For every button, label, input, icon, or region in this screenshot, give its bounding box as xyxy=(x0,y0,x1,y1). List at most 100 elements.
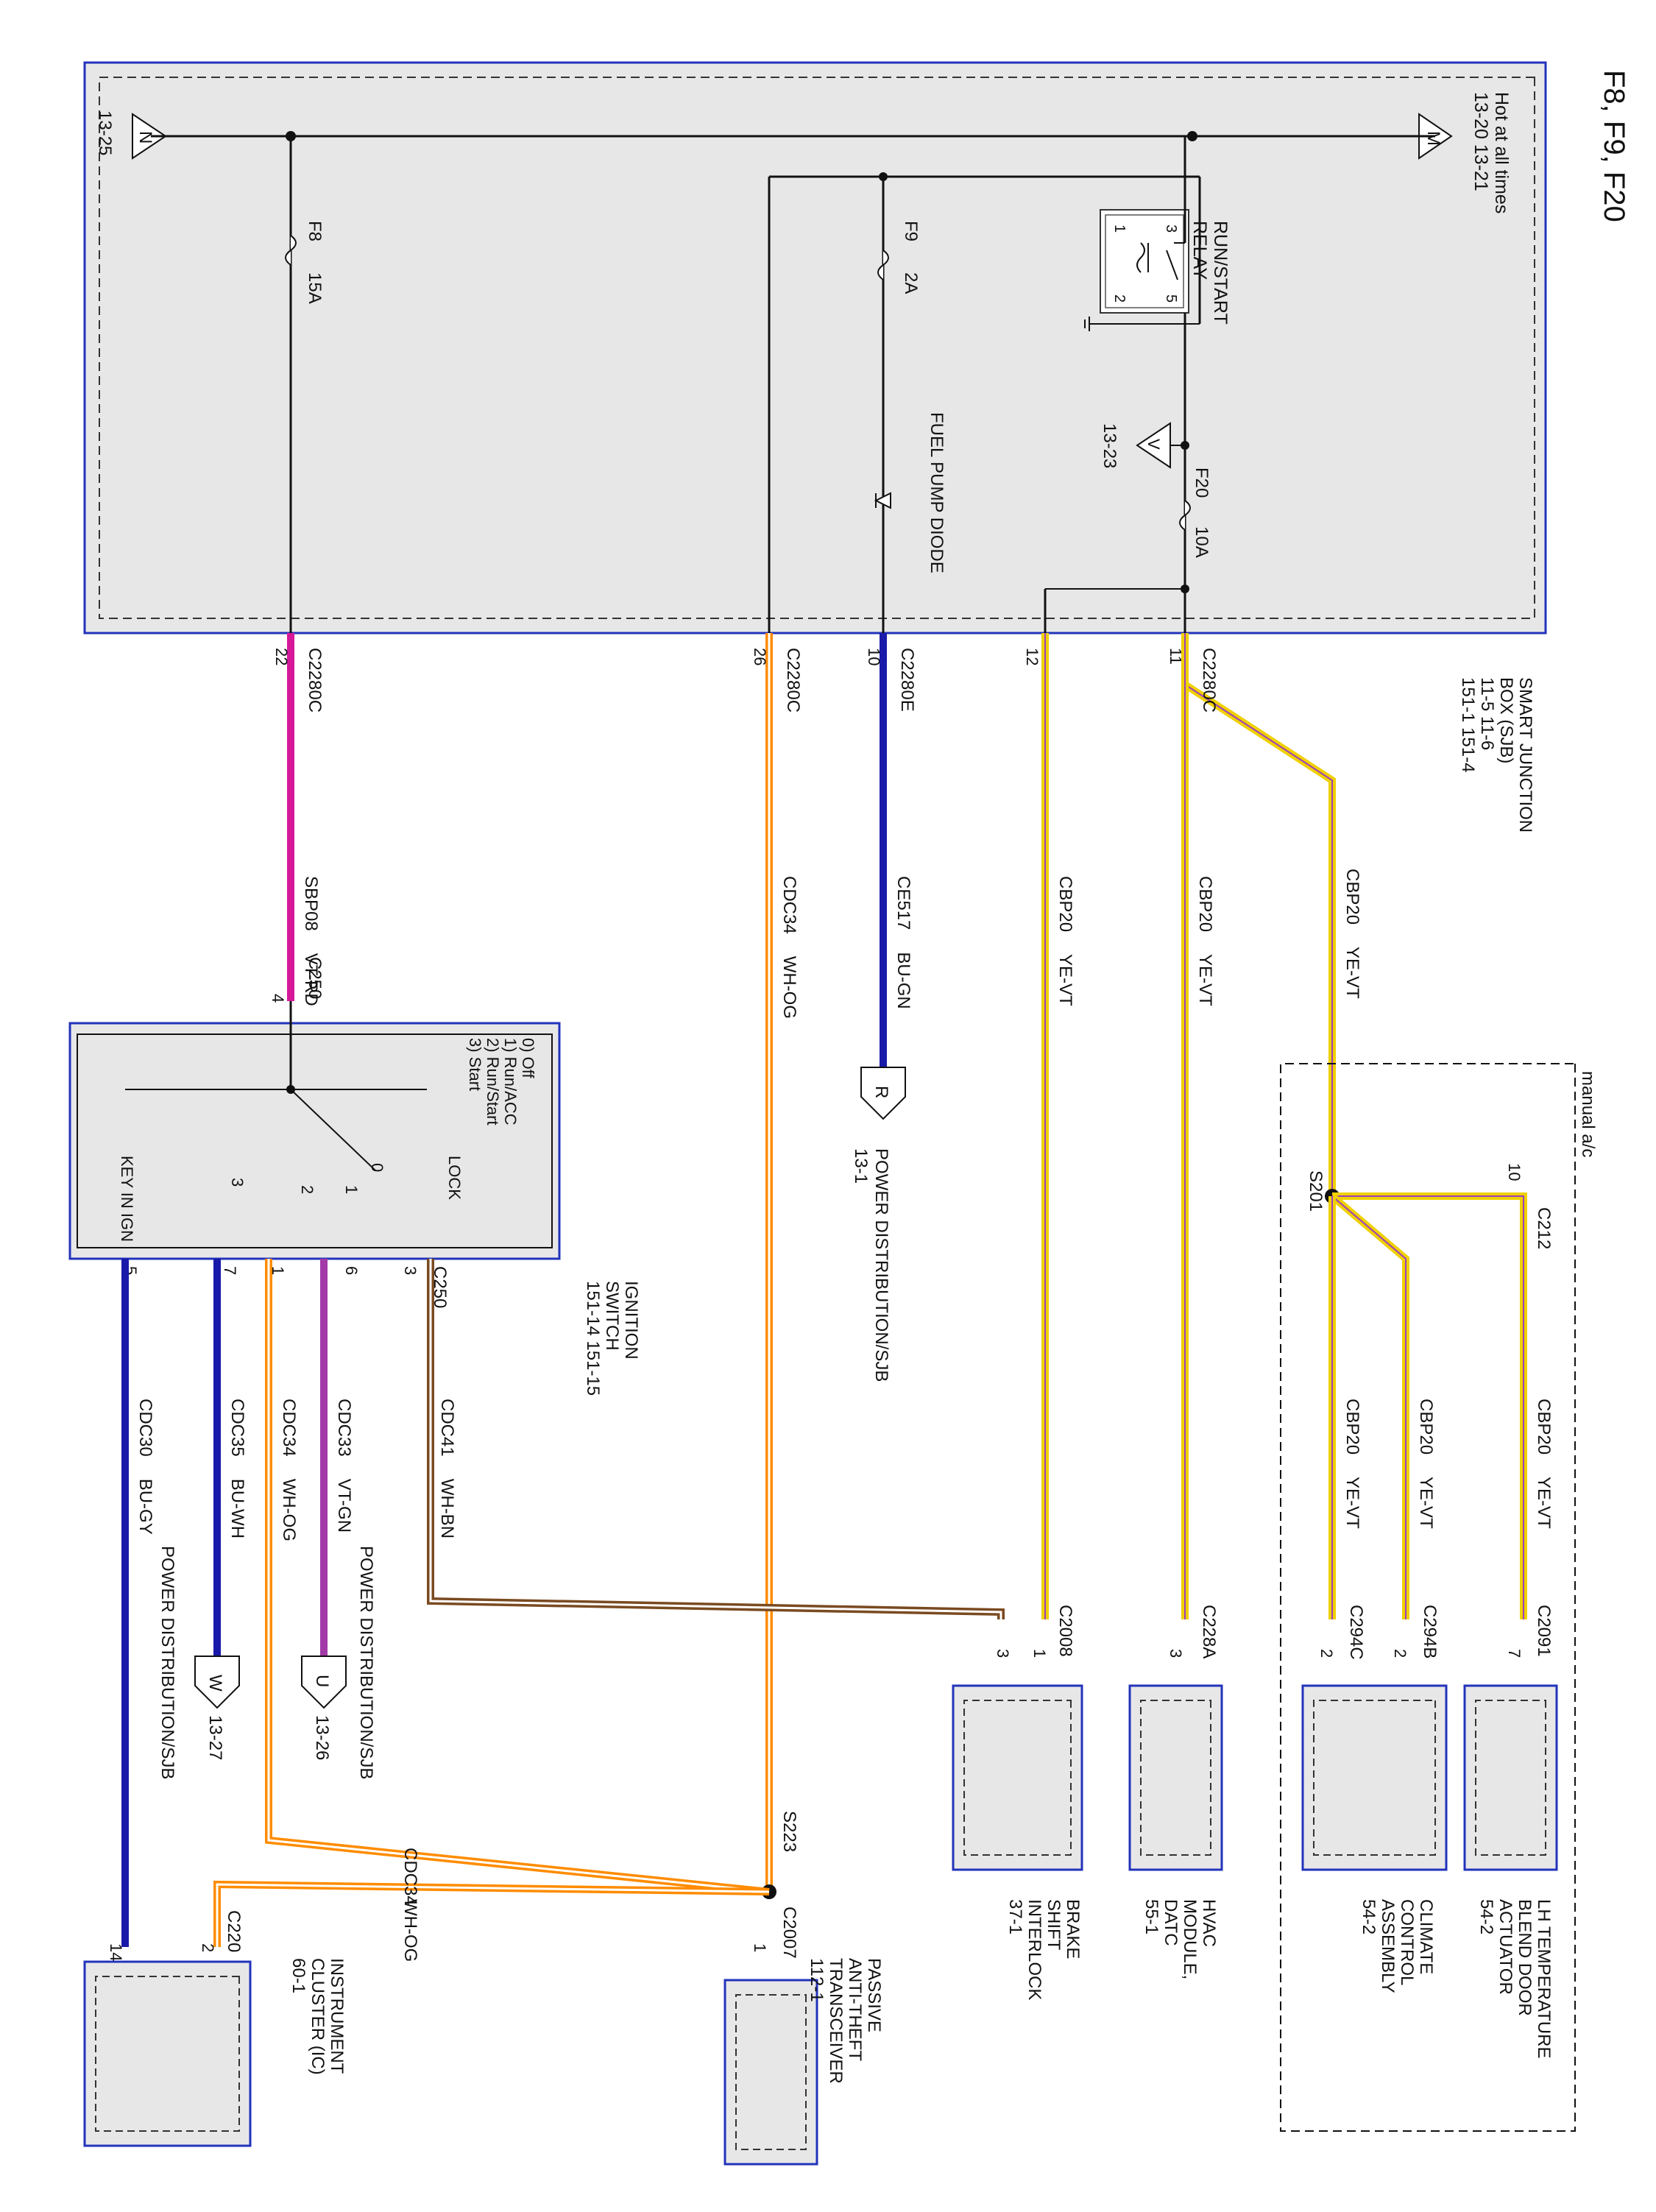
svg-text:2: 2 xyxy=(199,1943,217,1952)
svg-text:CE517BU-GN: CE517BU-GN xyxy=(894,876,913,1009)
svg-text:3: 3 xyxy=(1163,225,1179,233)
svg-text:CBP20YE-VT: CBP20YE-VT xyxy=(1534,1399,1554,1529)
svg-text:C228A: C228A xyxy=(1199,1605,1219,1658)
hot-label: Hot at all times 13-20 13-21 xyxy=(1471,92,1512,219)
svg-text:F8: F8 xyxy=(305,221,325,241)
wire-main: CBP20YE-VT xyxy=(1342,869,1362,999)
fuel-pump-diode-label: FUEL PUMP DIODE xyxy=(927,412,946,573)
svg-text:13-27: 13-27 xyxy=(205,1715,225,1760)
hvac-module xyxy=(1128,1684,1223,1871)
svg-text:12: 12 xyxy=(1023,648,1041,665)
svg-text:22: 22 xyxy=(272,648,291,665)
svg-text:CBP20YE-VT: CBP20YE-VT xyxy=(1342,1399,1362,1529)
svg-text:C220: C220 xyxy=(224,1910,244,1952)
svg-text:7: 7 xyxy=(221,1266,239,1275)
svg-text:C212: C212 xyxy=(1534,1207,1554,1249)
svg-text:C2091: C2091 xyxy=(1534,1605,1554,1657)
svg-text:3: 3 xyxy=(994,1649,1012,1658)
svg-text:2: 2 xyxy=(1391,1649,1409,1658)
sjb-label: SMART JUNCTION BOX (SJB) 11-5 11-6 151-1… xyxy=(1458,677,1535,838)
svg-text:CDC41WH-BN: CDC41WH-BN xyxy=(437,1399,457,1538)
svg-text:C250: C250 xyxy=(305,957,325,999)
svg-text:3: 3 xyxy=(401,1266,420,1275)
svg-text:1: 1 xyxy=(342,1185,361,1194)
svg-text:F20: F20 xyxy=(1192,467,1211,498)
svg-text:W: W xyxy=(205,1675,225,1692)
pd-r-label: POWER DISTRIBUTION/SJB 13-1 xyxy=(851,1148,891,1387)
svg-text:10A: 10A xyxy=(1192,526,1211,558)
svg-text:2: 2 xyxy=(298,1185,316,1194)
lh-temp-actuator xyxy=(1463,1684,1558,1871)
svg-text:CBP20YE-VT: CBP20YE-VT xyxy=(1195,876,1215,1006)
svg-text:14: 14 xyxy=(107,1943,125,1961)
svg-text:15A: 15A xyxy=(305,272,325,304)
svg-text:U: U xyxy=(312,1675,332,1687)
svg-text:CBP20YE-VT: CBP20YE-VT xyxy=(1416,1399,1436,1529)
svg-text:3: 3 xyxy=(228,1178,247,1187)
svg-text:C294C: C294C xyxy=(1346,1605,1366,1660)
lh-temp-label: LH TEMPERATURE BLEND DOOR ACTUATOR 54-2 xyxy=(1476,1899,1554,2063)
diagram-title: F8, F9, F20 xyxy=(1598,70,1630,222)
svg-text:C2280C: C2280C xyxy=(783,648,803,713)
ref-n-letter: N xyxy=(135,131,155,144)
ref-v-page: 13-23 xyxy=(1100,423,1119,468)
ignition-label: IGNITION SWITCH 151-14 151-15 xyxy=(583,1281,641,1396)
svg-text:2: 2 xyxy=(1111,294,1128,303)
svg-text:LOCK: LOCK xyxy=(445,1156,464,1200)
instrument-cluster xyxy=(83,1960,252,2147)
ignition-positions: 0) Off 1) Run/ACC 2) Run/Start 3) Start xyxy=(466,1038,537,1130)
svg-text:10: 10 xyxy=(1505,1163,1524,1181)
manual-ac-box xyxy=(1280,1063,1576,2132)
svg-text:5: 5 xyxy=(1163,294,1179,303)
svg-text:R: R xyxy=(871,1086,891,1098)
svg-text:6: 6 xyxy=(342,1266,361,1275)
ic-label: INSTRUMENT CLUSTER (IC) 60-1 xyxy=(289,1958,347,2080)
svg-text:C2280C: C2280C xyxy=(305,648,325,713)
sjb-box xyxy=(83,61,1547,635)
svg-text:11: 11 xyxy=(1167,648,1185,665)
splice-s223: S223 xyxy=(779,1811,799,1852)
svg-text:CDC35BU-WH: CDC35BU-WH xyxy=(227,1399,247,1538)
passive-anti-theft-transceiver xyxy=(723,1979,818,2166)
bsi-label: BRAKE SHIFT INTERLOCK 37-1 xyxy=(1005,1899,1083,2005)
svg-text:V: V xyxy=(1144,439,1163,450)
svg-text:F9: F9 xyxy=(901,221,921,241)
pd-w-label: POWER DISTRIBUTION/SJB xyxy=(158,1546,177,1779)
manual-ac-label: manual a/c xyxy=(1578,1071,1598,1157)
svg-text:7: 7 xyxy=(1505,1649,1524,1658)
pd-u-label: POWER DISTRIBUTION/SJB xyxy=(356,1546,376,1779)
svg-text:3: 3 xyxy=(1167,1649,1185,1658)
svg-text:13-26: 13-26 xyxy=(312,1715,332,1760)
pats-label: PASSIVE ANTI-THEFT TRANSCEIVER 112-1 xyxy=(807,1958,884,2088)
svg-text:2: 2 xyxy=(1317,1649,1336,1658)
svg-text:1: 1 xyxy=(751,1943,769,1952)
svg-text:KEY IN IGN: KEY IN IGN xyxy=(118,1156,136,1242)
ref-n-page: 13-25 xyxy=(95,110,115,155)
svg-text:C2280E: C2280E xyxy=(897,648,917,712)
svg-text:CDC34WH-OG: CDC34WH-OG xyxy=(779,876,799,1019)
svg-text:26: 26 xyxy=(751,648,769,665)
svg-text:CDC33VT-GN: CDC33VT-GN xyxy=(334,1399,354,1533)
run-start-relay xyxy=(1100,209,1189,314)
climate-label: CLIMATE CONTROL ASSEMBLY 54-2 xyxy=(1359,1899,1436,1998)
svg-text:4: 4 xyxy=(269,994,287,1003)
svg-text:CDC34WH-OG: CDC34WH-OG xyxy=(279,1399,299,1541)
svg-text:C2008: C2008 xyxy=(1055,1605,1075,1657)
svg-text:CDC30BU-GY: CDC30BU-GY xyxy=(135,1399,155,1535)
climate-control-assembly xyxy=(1301,1684,1448,1871)
svg-text:CDC34: CDC34 xyxy=(400,1848,420,1906)
svg-text:1: 1 xyxy=(1111,225,1128,233)
svg-text:0: 0 xyxy=(368,1163,386,1172)
splice-s201: S201 xyxy=(1306,1170,1326,1212)
svg-text:C2280C: C2280C xyxy=(1199,648,1219,713)
svg-text:C2007: C2007 xyxy=(779,1907,799,1959)
svg-text:CBP20YE-VT: CBP20YE-VT xyxy=(1055,876,1075,1006)
svg-text:WH-OG: WH-OG xyxy=(400,1899,420,1962)
hvac-label: HVAC MODULE, DATC 55-1 xyxy=(1142,1899,1219,1985)
svg-text:C294B: C294B xyxy=(1420,1605,1440,1658)
svg-text:2A: 2A xyxy=(901,272,921,294)
svg-text:SBP08VT-RD: SBP08VT-RD xyxy=(301,876,321,1006)
svg-text:1: 1 xyxy=(1030,1649,1049,1658)
ignition-switch xyxy=(68,1022,561,1260)
